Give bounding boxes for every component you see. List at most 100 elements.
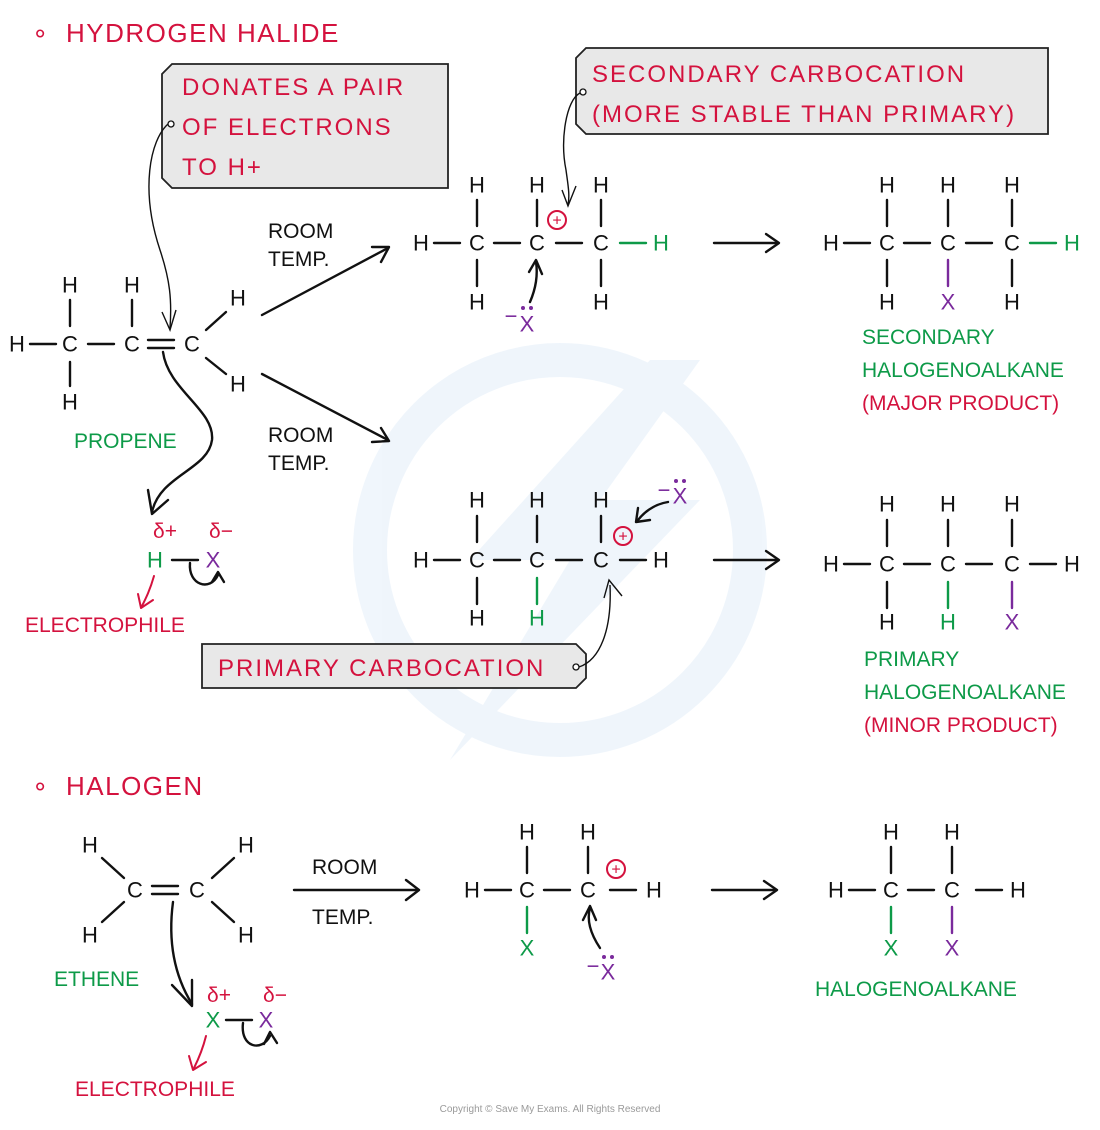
product-arrow-upper bbox=[712, 232, 781, 254]
atom-x: X bbox=[945, 936, 960, 961]
atom-c: C bbox=[879, 552, 895, 577]
negative-sign: − bbox=[505, 304, 518, 329]
plus-sign: + bbox=[618, 529, 627, 546]
atom-x: X bbox=[1005, 610, 1020, 635]
callout-line: DONATES A PAIR bbox=[182, 74, 405, 101]
ethene-molecule: H H C C H H ETHENE bbox=[54, 833, 254, 992]
negative-sign: − bbox=[587, 954, 600, 979]
atom-c: C bbox=[469, 548, 485, 573]
condition-line: TEMP. bbox=[268, 452, 329, 475]
atom-c: C bbox=[529, 231, 545, 256]
hydrogen-halide-dipole: δ+ δ− H X ELECTROPHILE bbox=[25, 520, 233, 637]
product-label: SECONDARY bbox=[862, 326, 995, 349]
atom-h: H bbox=[1004, 492, 1020, 517]
atom-x: X bbox=[941, 290, 956, 315]
electrophile-label: ELECTROPHILE bbox=[75, 1078, 235, 1101]
secondary-carbocation: H C H H C H + C H H H − X bbox=[413, 173, 669, 337]
atom-h: H bbox=[230, 286, 246, 311]
atom-h: H bbox=[9, 332, 25, 357]
atom-h: H bbox=[82, 923, 98, 948]
callout-primary-carbocation: PRIMARY CARBOCATION bbox=[201, 578, 623, 689]
atom-x: X bbox=[520, 936, 535, 961]
atom-h: H bbox=[1064, 231, 1080, 256]
secondary-halogenoalkane: H C H H C H X C H H H SECONDARY HALOGENO… bbox=[823, 173, 1080, 416]
product-arrow-lower bbox=[712, 549, 781, 571]
minor-product-label: (MINOR PRODUCT) bbox=[864, 714, 1058, 737]
product-label: PRIMARY bbox=[864, 648, 959, 671]
ethene-label: ETHENE bbox=[54, 968, 139, 991]
major-product-label: (MAJOR PRODUCT) bbox=[862, 392, 1059, 415]
delta-plus: δ+ bbox=[207, 984, 231, 1007]
primary-halogenoalkane: H C H H C H H C H X H PRIMARY HALOGENOAL… bbox=[823, 492, 1080, 738]
callout-line: (MORE STABLE THAN PRIMARY) bbox=[592, 101, 1016, 128]
atom-c: C bbox=[469, 231, 485, 256]
delta-minus: δ− bbox=[263, 984, 287, 1007]
atom-h: H bbox=[944, 820, 960, 845]
section-heading-hydrogen-halide: ∘ HYDROGEN HALIDE bbox=[32, 18, 340, 48]
atom-x: X bbox=[884, 936, 899, 961]
condition-line: TEMP. bbox=[312, 906, 373, 929]
atom-x: X bbox=[673, 484, 688, 509]
atom-h: H bbox=[413, 231, 429, 256]
atom-c: C bbox=[940, 231, 956, 256]
reaction-arrow-lower: ROOM TEMP. bbox=[260, 372, 391, 475]
atom-h: H bbox=[653, 548, 669, 573]
atom-h: H bbox=[469, 488, 485, 513]
reaction-arrow-halogen: ROOM TEMP. bbox=[292, 856, 421, 929]
atom-c: C bbox=[883, 878, 899, 903]
condition-line: ROOM bbox=[312, 856, 377, 879]
atom-x: X bbox=[520, 312, 535, 337]
atom-h: H bbox=[529, 173, 545, 198]
atom-h: H bbox=[469, 290, 485, 315]
negative-sign: − bbox=[658, 478, 671, 503]
atom-c: C bbox=[189, 878, 205, 903]
atom-c: C bbox=[1004, 552, 1020, 577]
callout-donates-electrons: DONATES A PAIR OF ELECTRONS TO H+ bbox=[148, 63, 449, 333]
atom-h: H bbox=[580, 820, 596, 845]
atom-c: C bbox=[879, 231, 895, 256]
atom-h: H bbox=[62, 273, 78, 298]
atom-h: H bbox=[469, 606, 485, 631]
atom-x: X bbox=[259, 1008, 274, 1033]
atom-h: H bbox=[519, 820, 535, 845]
halogen-carbocation: H C H X C H + H − X bbox=[464, 820, 662, 985]
atom-h: H bbox=[593, 173, 609, 198]
condition-line: ROOM bbox=[268, 220, 333, 243]
atom-x: X bbox=[601, 960, 616, 985]
heading-text: HALOGEN bbox=[66, 771, 204, 801]
atom-h: H bbox=[879, 290, 895, 315]
heading-text: HYDROGEN HALIDE bbox=[66, 18, 340, 48]
callout-line: OF ELECTRONS bbox=[182, 114, 393, 141]
atom-h: H bbox=[529, 488, 545, 513]
atom-c: C bbox=[1004, 231, 1020, 256]
halogen-dipole: δ+ δ− X X ELECTROPHILE bbox=[75, 984, 287, 1101]
delta-plus: δ+ bbox=[153, 520, 177, 543]
atom-h: H bbox=[1064, 552, 1080, 577]
atom-h: H bbox=[147, 548, 163, 573]
atom-h: H bbox=[1010, 878, 1026, 903]
atom-h: H bbox=[469, 173, 485, 198]
section-heading-halogen: ∘ HALOGEN bbox=[32, 771, 204, 801]
delta-minus: δ− bbox=[209, 520, 233, 543]
atom-c: C bbox=[944, 878, 960, 903]
propene-molecule: H C H H C H C H H PROPENE bbox=[9, 273, 246, 454]
product-label: HALOGENOALKANE bbox=[864, 681, 1066, 704]
bullet: ∘ bbox=[32, 771, 50, 801]
atom-c: C bbox=[580, 878, 596, 903]
atom-h: H bbox=[940, 610, 956, 635]
condition-line: TEMP. bbox=[268, 248, 329, 271]
atom-h: H bbox=[124, 273, 140, 298]
positive-charge-icon bbox=[606, 859, 626, 879]
atom-h: H bbox=[646, 878, 662, 903]
atom-c: C bbox=[519, 878, 535, 903]
atom-c: C bbox=[593, 548, 609, 573]
atom-h: H bbox=[82, 833, 98, 858]
atom-c: C bbox=[62, 332, 78, 357]
propene-label: PROPENE bbox=[74, 430, 177, 453]
bullet: ∘ bbox=[32, 18, 50, 48]
atom-h: H bbox=[823, 231, 839, 256]
positive-charge-icon bbox=[547, 210, 567, 230]
halogenoalkane-label: HALOGENOALKANE bbox=[815, 978, 1017, 1001]
atom-h: H bbox=[238, 833, 254, 858]
